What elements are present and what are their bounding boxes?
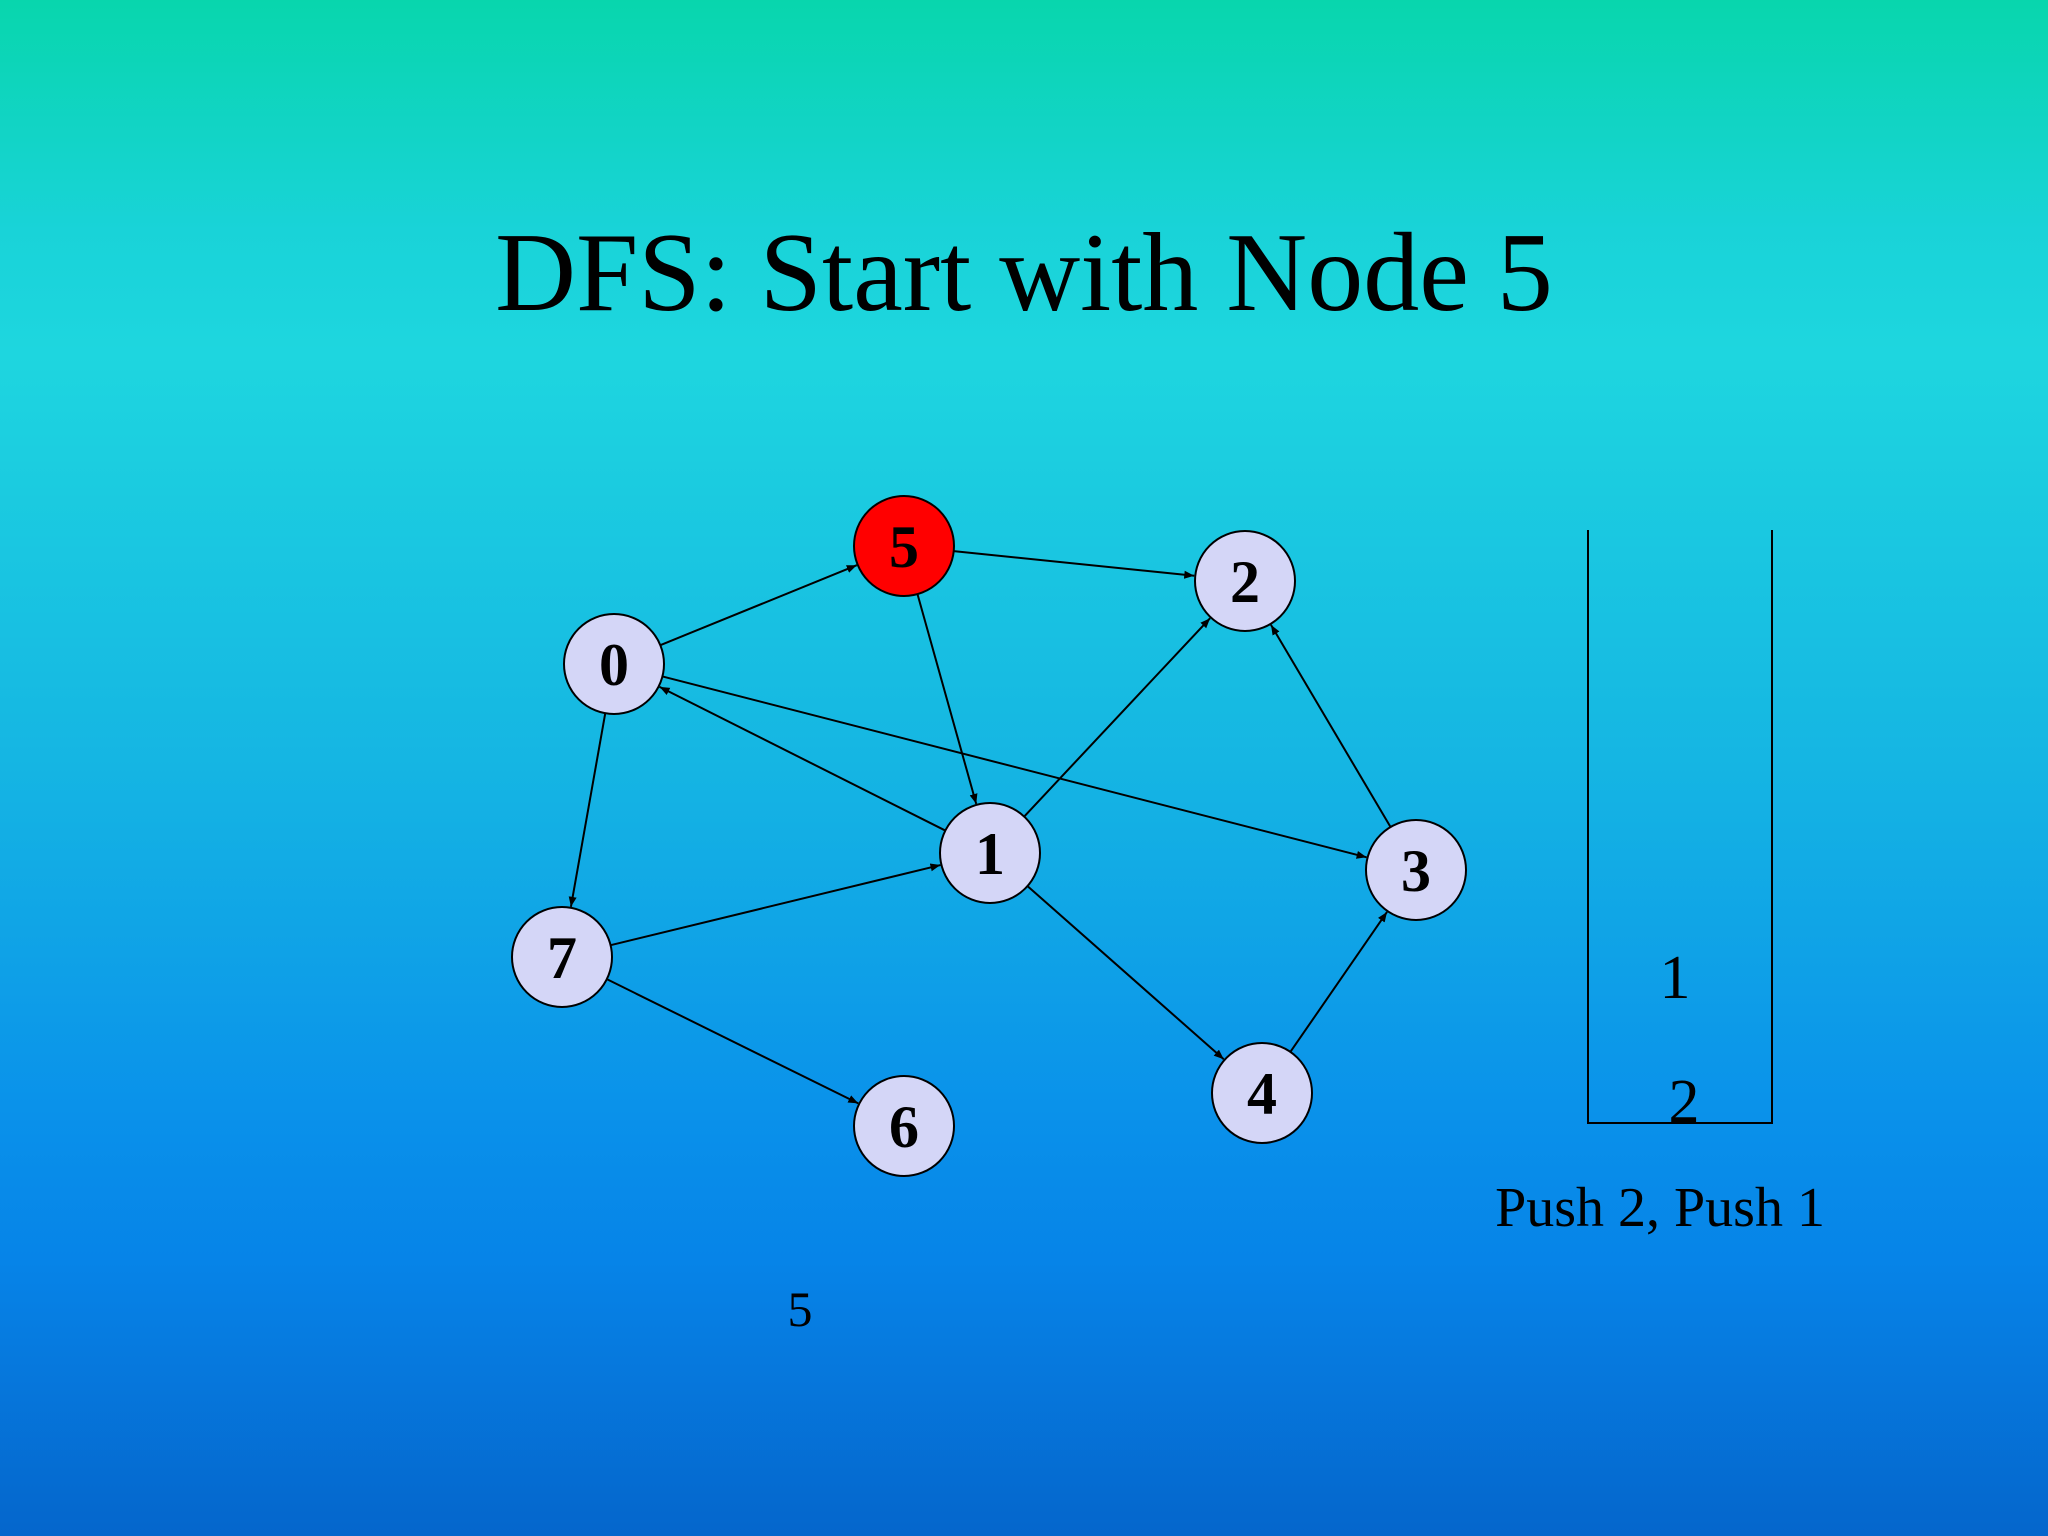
node-circle xyxy=(853,495,955,597)
visited-list: 5 xyxy=(787,1281,813,1337)
node-4: 4 xyxy=(1211,1042,1313,1144)
edge-0-to-3 xyxy=(662,675,1367,859)
node-7: 7 xyxy=(511,906,613,1008)
node-circle xyxy=(563,613,665,715)
edge-1-to-2 xyxy=(1023,617,1211,818)
node-6: 6 xyxy=(853,1075,955,1177)
edge-1-to-0 xyxy=(659,686,946,832)
node-circle xyxy=(1194,530,1296,632)
node-circle xyxy=(853,1075,955,1177)
node-label: 1 xyxy=(975,821,1005,887)
edge-0-to-5 xyxy=(659,564,858,647)
node-circle xyxy=(1365,819,1467,921)
node-label: 5 xyxy=(889,514,919,580)
edge-3-to-2 xyxy=(1270,624,1392,828)
edge-7-to-1 xyxy=(610,863,941,947)
node-label: 3 xyxy=(1401,838,1431,904)
node-label: 4 xyxy=(1247,1061,1277,1127)
node-5: 5 xyxy=(853,495,955,597)
node-circle xyxy=(511,906,613,1008)
node-label: 0 xyxy=(599,632,629,698)
slide-title: DFS: Start with Node 5 xyxy=(495,211,1553,335)
nodes-layer: 0 1 2 3 4 5 6 7 xyxy=(511,495,1467,1177)
node-1: 1 xyxy=(939,802,1041,904)
stack: 1 2 xyxy=(1587,530,1773,1136)
edge-1-to-4 xyxy=(1026,885,1225,1061)
edges-layer xyxy=(568,550,1392,1105)
edge-5-to-2 xyxy=(953,550,1195,579)
stack-item: 1 xyxy=(1659,944,1691,1012)
node-0: 0 xyxy=(563,613,665,715)
edge-7-to-6 xyxy=(606,978,859,1105)
edge-5-to-1 xyxy=(916,593,978,805)
node-label: 6 xyxy=(889,1094,919,1160)
node-label: 2 xyxy=(1230,549,1260,615)
stack-item: 2 xyxy=(1668,1068,1700,1136)
node-label: 7 xyxy=(547,925,577,991)
node-3: 3 xyxy=(1365,819,1467,921)
edge-4-to-3 xyxy=(1289,911,1388,1053)
stack-action-text: Push 2, Push 1 xyxy=(1495,1177,1825,1239)
node-2: 2 xyxy=(1194,530,1296,632)
node-circle xyxy=(1211,1042,1313,1144)
node-circle xyxy=(939,802,1041,904)
edge-0-to-7 xyxy=(568,713,607,907)
